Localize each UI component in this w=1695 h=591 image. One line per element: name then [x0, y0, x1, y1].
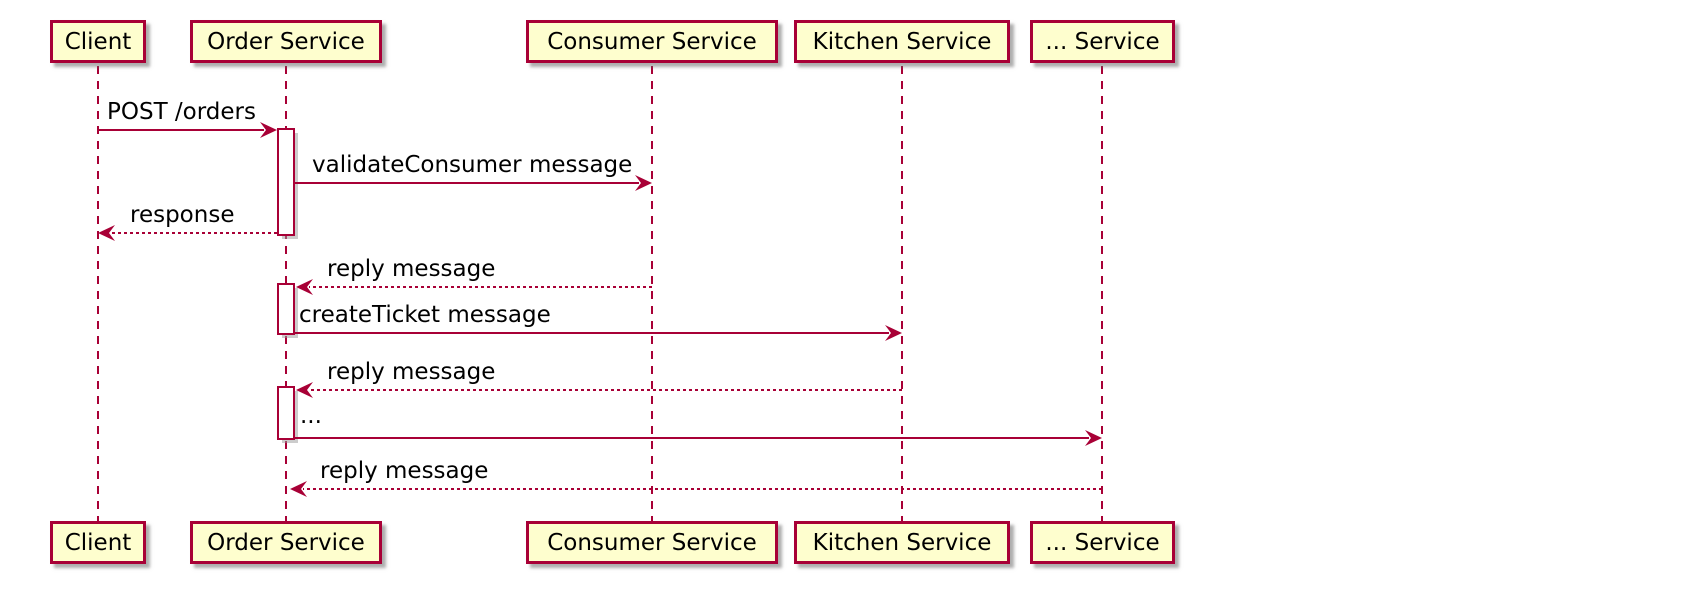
message-arrowhead	[98, 225, 115, 241]
participant-top-consumer-service: Consumer Service	[526, 20, 778, 63]
message-arrowhead	[296, 279, 313, 295]
activation-bar-3	[277, 386, 295, 440]
participant-bottom-consumer-service: Consumer Service	[526, 521, 778, 564]
participant-top-kitchen-service: Kitchen Service	[794, 20, 1010, 63]
message-label-create-ticket: createTicket message	[299, 302, 551, 328]
participant-top-order-service: Order Service	[190, 20, 382, 63]
message-arrowhead	[1085, 430, 1102, 446]
participant-bottom-order-service: Order Service	[190, 521, 382, 564]
participant-top-etc-service: ... Service	[1030, 20, 1175, 63]
activation-bar-1	[277, 128, 295, 236]
participant-bottom-etc-service: ... Service	[1030, 521, 1175, 564]
message-label-reply-3: reply message	[320, 458, 489, 484]
message-arrowhead	[296, 382, 313, 398]
message-arrowhead	[635, 175, 652, 191]
participant-bottom-client: Client	[50, 521, 146, 564]
message-label-validate-consumer: validateConsumer message	[312, 152, 633, 178]
message-label-reply-2: reply message	[327, 359, 496, 385]
message-arrowhead	[290, 481, 307, 497]
activation-bar-2	[277, 283, 295, 335]
participant-top-client: Client	[50, 20, 146, 63]
message-label-etc: ...	[300, 403, 322, 429]
message-arrowhead	[260, 122, 277, 138]
message-label-post-orders: POST /orders	[107, 99, 256, 125]
message-label-response: response	[130, 202, 235, 228]
message-label-reply-1: reply message	[327, 256, 496, 282]
message-arrowhead	[885, 325, 902, 341]
participant-bottom-kitchen-service: Kitchen Service	[794, 521, 1010, 564]
